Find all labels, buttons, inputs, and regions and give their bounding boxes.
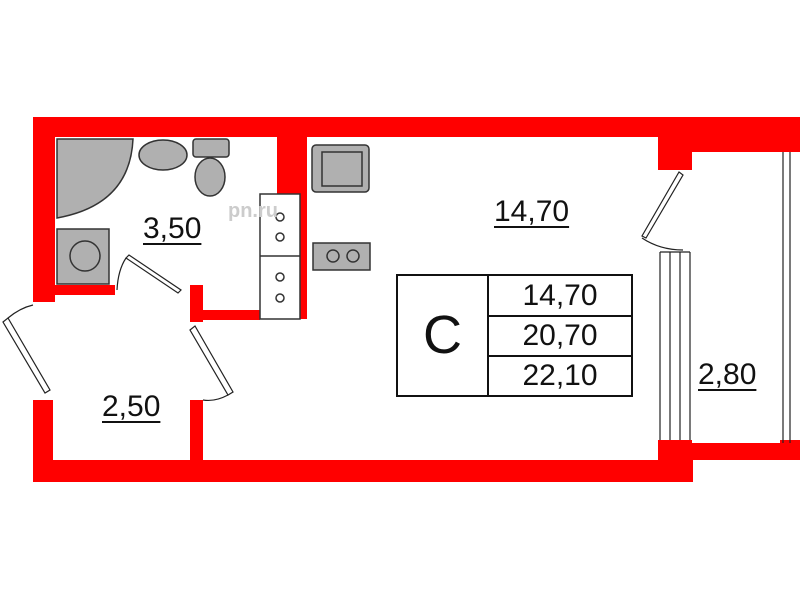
bathroom-area-label: 3,50: [143, 212, 202, 245]
living-area-label: 14,70: [494, 195, 570, 228]
total-area-value: 20,70: [522, 319, 598, 352]
toilet-tank: [192, 138, 230, 158]
stove: [312, 242, 371, 271]
info-table-grid: [396, 274, 633, 397]
sink: [138, 139, 188, 171]
kitchen-sink: [311, 144, 370, 193]
shower-tray: [56, 138, 134, 219]
balcony-area-label: 2,80: [698, 358, 757, 391]
walls: [33, 117, 800, 482]
total-with-balcony-value: 22,10: [522, 359, 598, 392]
apartment-type-letter: С: [423, 305, 462, 365]
bathroom-fixtures: [56, 138, 371, 320]
toilet-bowl: [194, 157, 226, 197]
living-area-value: 14,70: [522, 279, 598, 312]
windows-doors: [2, 152, 791, 443]
watermark: pn.ru: [228, 200, 278, 222]
hallway-area-label: 2,50: [102, 390, 161, 423]
